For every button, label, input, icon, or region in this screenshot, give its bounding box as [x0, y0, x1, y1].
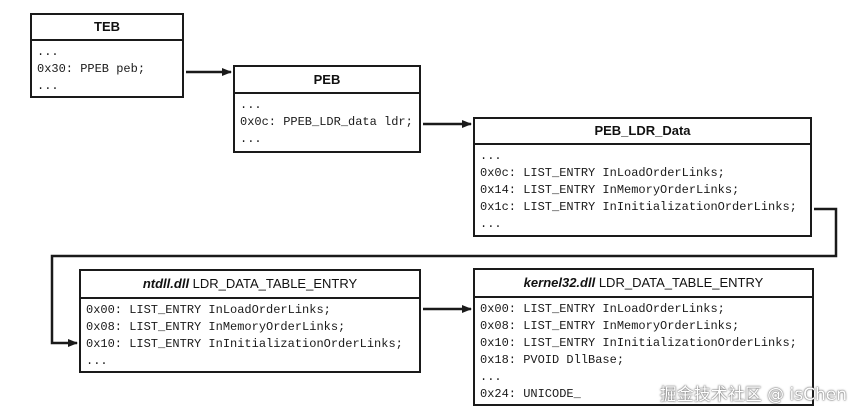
peb-ldr-data-title: PEB_LDR_Data [475, 119, 810, 145]
ntdll-entry-line: 0x08: LIST_ENTRY InMemoryOrderLinks; [86, 320, 346, 334]
teb-line: 0x30: PPEB peb; [37, 62, 146, 76]
peb-ldr-data-line: ... [480, 149, 502, 163]
peb-ldr-data-line: 0x14: LIST_ENTRY InMemoryOrderLinks; [480, 183, 740, 197]
peb-ldr-data-line: 0x1c: LIST_ENTRY InInitializationOrderLi… [480, 200, 797, 214]
teb-line: ... [37, 45, 59, 59]
kernel32-dll-name: kernel32.dll [523, 275, 596, 290]
teb-box: TEB ... 0x30: PPEB peb; ... [30, 13, 184, 98]
peb-line: 0x0c: PPEB_LDR_data ldr; [240, 115, 413, 129]
teb-title: TEB [32, 15, 182, 41]
ntdll-entry-line: 0x10: LIST_ENTRY InInitializationOrderLi… [86, 337, 403, 351]
peb-line: ... [240, 98, 262, 112]
kernel32-entry-title: kernel32.dll LDR_DATA_TABLE_ENTRY [475, 270, 812, 298]
ntdll-dll-name: ntdll.dll [142, 276, 190, 291]
peb-ldr-data-line: ... [480, 217, 502, 231]
teb-line: ... [37, 79, 59, 93]
peb-title: PEB [235, 67, 419, 94]
kernel32-entry-line: 0x18: PVOID DllBase; [480, 353, 625, 367]
peb-box: PEB ... 0x0c: PPEB_LDR_data ldr; ... [233, 65, 421, 153]
peb-ldr-data-box: PEB_LDR_Data ... 0x0c: LIST_ENTRY InLoad… [473, 117, 812, 237]
ntdll-struct-name: LDR_DATA_TABLE_ENTRY [189, 276, 358, 291]
ntdll-entry-box: ntdll.dll LDR_DATA_TABLE_ENTRY 0x00: LIS… [79, 269, 421, 373]
kernel32-entry-line: 0x08: LIST_ENTRY InMemoryOrderLinks; [480, 319, 740, 333]
kernel32-entry-box: kernel32.dll LDR_DATA_TABLE_ENTRY 0x00: … [473, 268, 814, 406]
watermark: 掘金技术社区 @ isChen [659, 385, 847, 405]
peb-ldr-data-line: 0x0c: LIST_ENTRY InLoadOrderLinks; [480, 166, 725, 180]
peb-line: ... [240, 132, 262, 146]
ntdll-entry-line: ... [86, 354, 108, 368]
kernel32-entry-line: 0x24: UNICODE_ [480, 387, 581, 401]
arrow-ldr-data-to-ntdll [50, 207, 838, 347]
kernel32-struct-name: LDR_DATA_TABLE_ENTRY [595, 275, 764, 290]
ntdll-entry-line: 0x00: LIST_ENTRY InLoadOrderLinks; [86, 303, 331, 317]
kernel32-entry-line: 0x00: LIST_ENTRY InLoadOrderLinks; [480, 302, 725, 316]
ntdll-entry-title: ntdll.dll LDR_DATA_TABLE_ENTRY [81, 271, 419, 299]
kernel32-entry-line: ... [480, 370, 502, 384]
kernel32-entry-line: 0x10: LIST_ENTRY InInitializationOrderLi… [480, 336, 797, 350]
